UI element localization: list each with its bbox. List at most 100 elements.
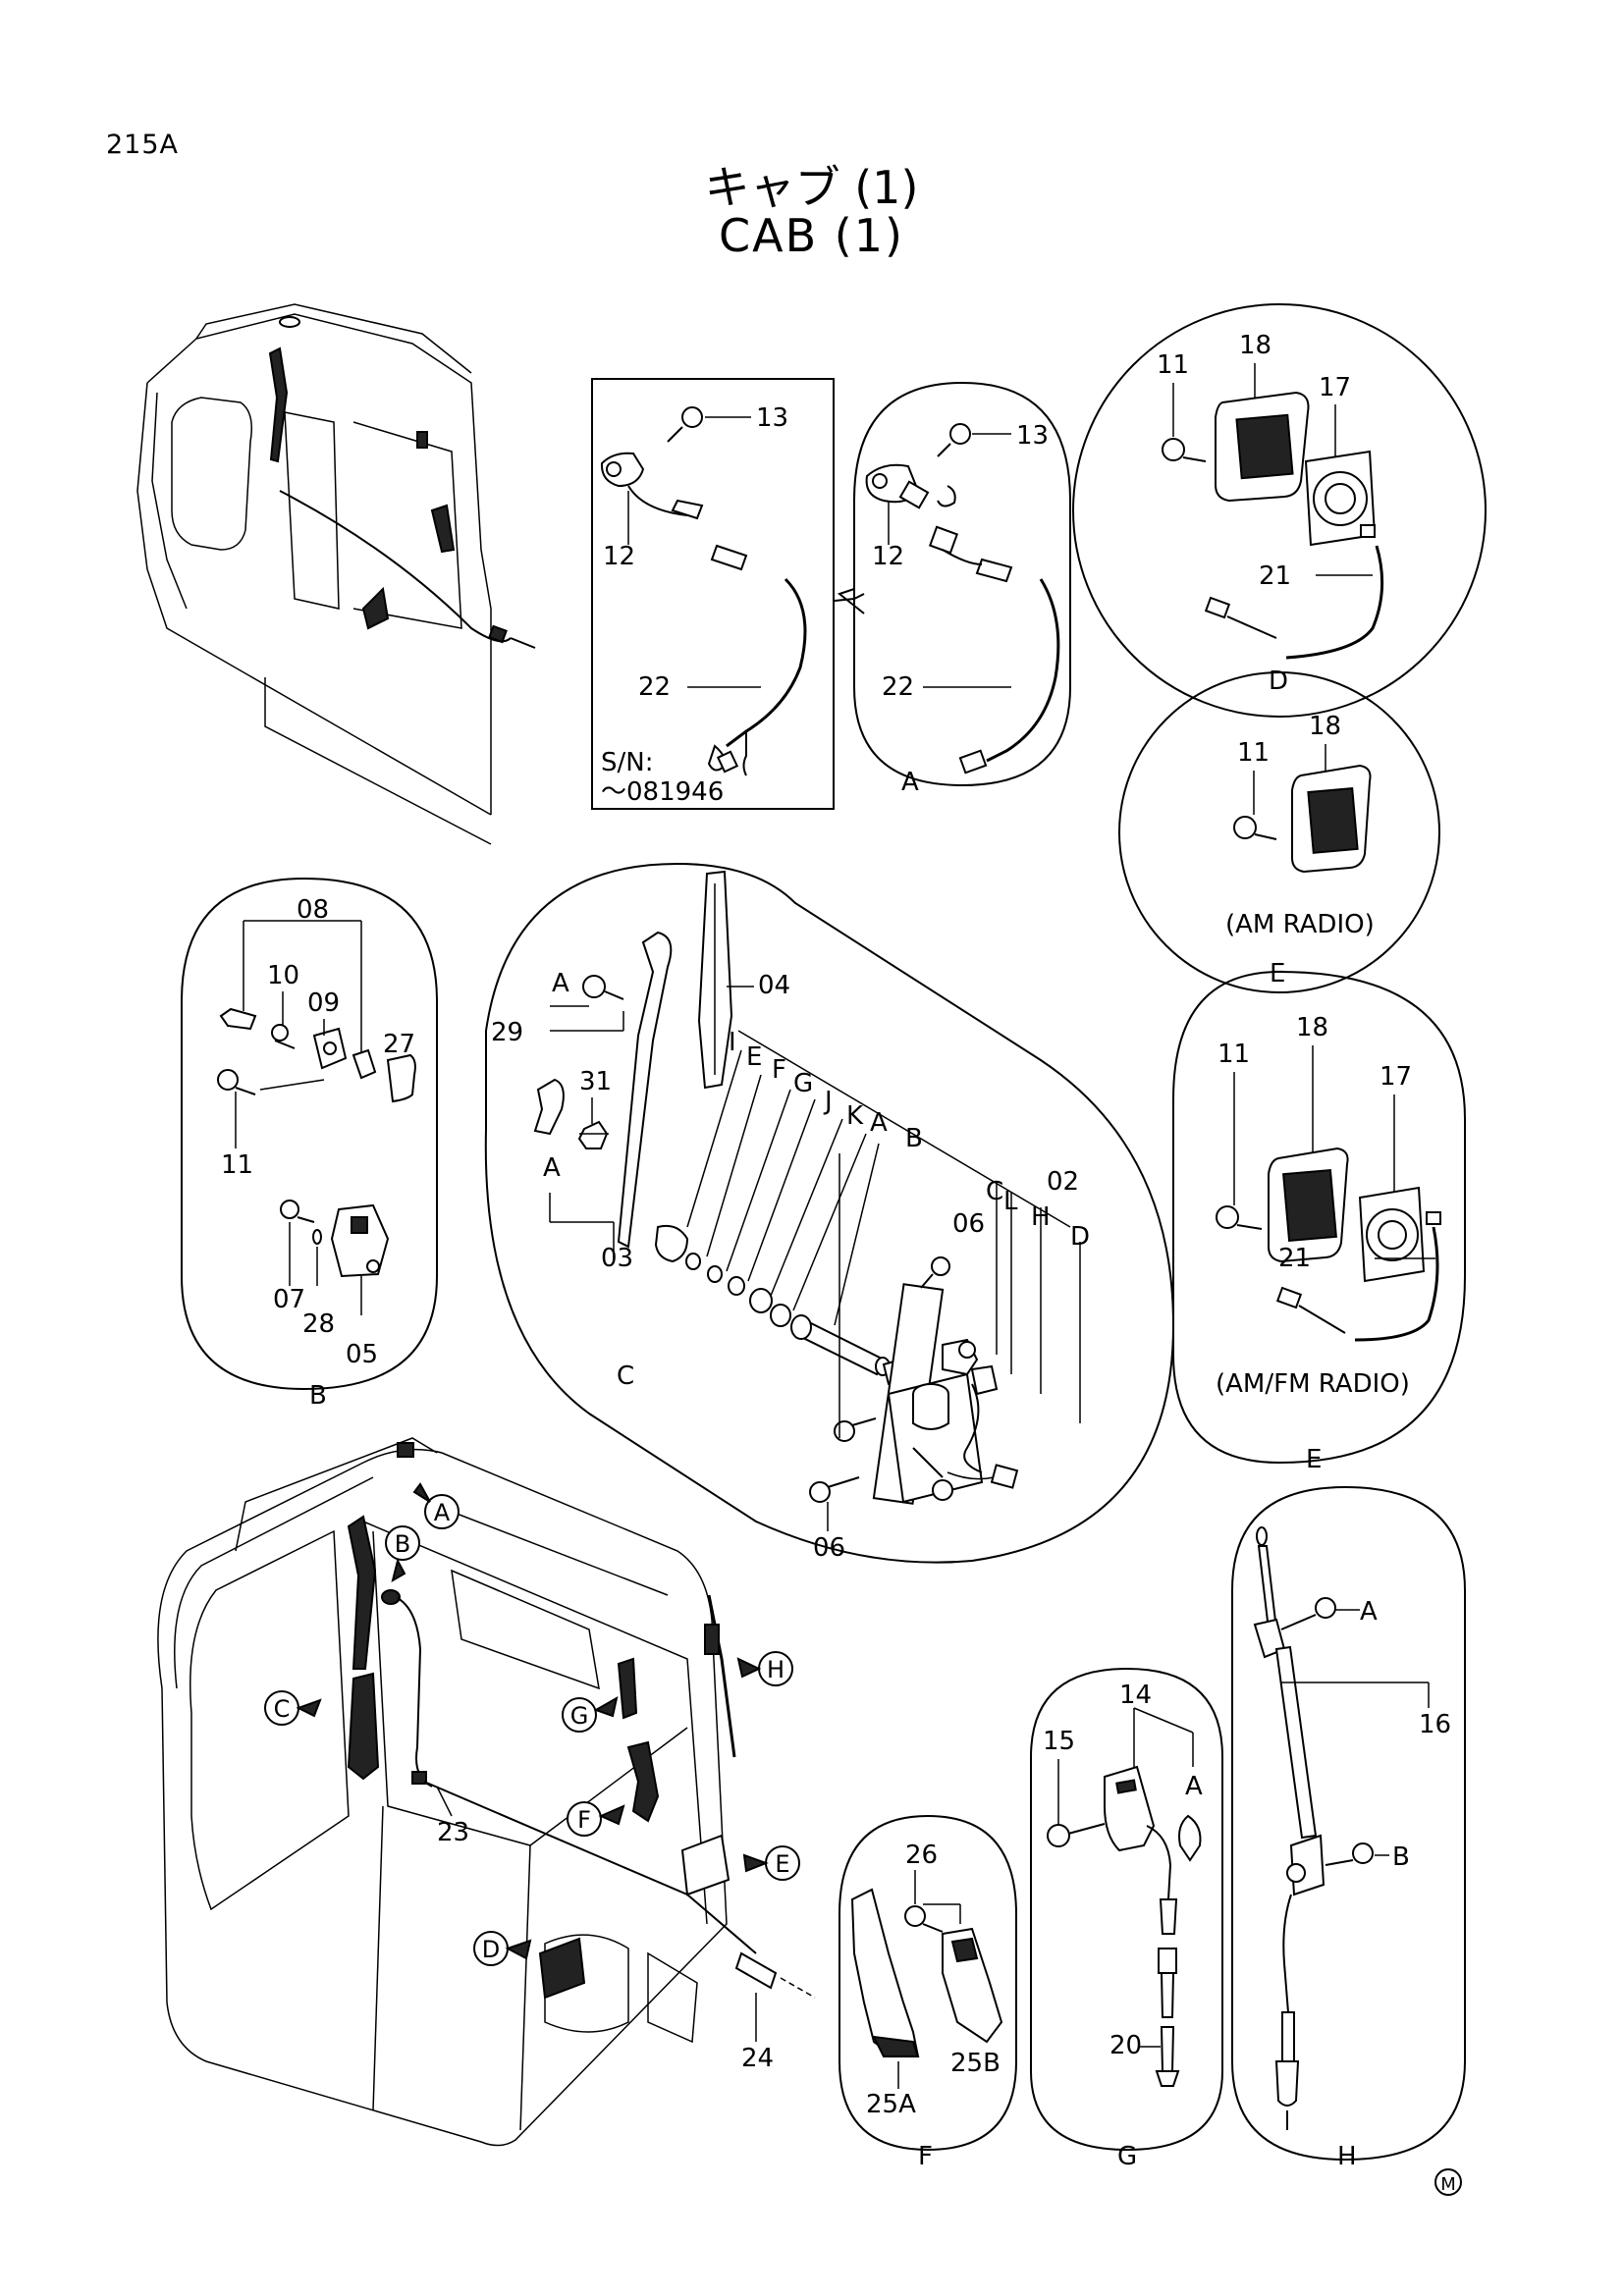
label-16: 16 [1419, 1710, 1451, 1739]
svg-text:D: D [482, 1936, 500, 1963]
detail-h [1231, 1485, 1466, 2162]
motor-bracket-icon [887, 1372, 984, 1504]
screw-icon [1162, 438, 1185, 461]
label-09: 09 [307, 988, 340, 1018]
bolt-icon [809, 1481, 831, 1503]
label-11b: 11 [1237, 738, 1270, 768]
label-11d: 11 [221, 1150, 253, 1180]
connector-icon [1204, 596, 1231, 619]
svg-text:C: C [274, 1695, 291, 1723]
gasket-icon [386, 1053, 416, 1103]
antenna-rod-icon [1274, 1645, 1318, 1840]
label-22b: 22 [882, 672, 914, 702]
speaker-icon [680, 1834, 730, 1896]
detail-e-am [1118, 671, 1440, 993]
label-c-a1: A [552, 969, 569, 998]
label-13a: 13 [756, 403, 788, 433]
switch-icon [617, 1657, 638, 1720]
label-12b: 12 [872, 542, 904, 571]
pedal-icon [626, 1740, 660, 1823]
label-c-a3: A [870, 1108, 888, 1138]
washer-icon [654, 1224, 689, 1263]
label-c-a2: A [543, 1153, 561, 1183]
label-h-b: B [1392, 1842, 1410, 1872]
marker-f [567, 1801, 602, 1837]
label-21b: 21 [1278, 1244, 1311, 1273]
label-22a: 22 [638, 672, 671, 702]
label-detail-h: H [1337, 2142, 1357, 2171]
svg-text:E: E [775, 1850, 789, 1878]
wiper-motor-icon [347, 1672, 380, 1781]
label-c-j: J [823, 1087, 833, 1116]
label-04: 04 [758, 971, 790, 1000]
label-05: 05 [346, 1340, 378, 1369]
detail-c [484, 862, 1175, 1564]
label-11a: 11 [1157, 350, 1189, 380]
bolt-icon [904, 1905, 926, 1927]
label-27: 27 [383, 1030, 415, 1059]
detail-a [837, 381, 1071, 787]
screw-icon [1216, 1205, 1239, 1229]
label-17b: 17 [1380, 1062, 1412, 1092]
label-06b: 06 [813, 1533, 845, 1563]
label-29: 29 [491, 1018, 523, 1047]
label-c-g: G [793, 1069, 813, 1098]
label-detail-a: A [901, 768, 919, 797]
label-03: 03 [601, 1244, 633, 1273]
detail-f [839, 1814, 1017, 2152]
connector-icon [488, 624, 508, 644]
label-c-l: L [1003, 1187, 1018, 1216]
clamp-icon [600, 452, 645, 488]
label-11c: 11 [1217, 1040, 1250, 1069]
pin-icon [219, 1007, 257, 1031]
title-japanese: キャブ (1) [704, 161, 919, 214]
handle-icon [430, 504, 456, 554]
bolt-icon [217, 1069, 239, 1091]
bolt-icon [931, 1256, 950, 1276]
label-15: 15 [1043, 1727, 1075, 1756]
nut-icon [577, 1120, 609, 1149]
detail-b [181, 877, 438, 1391]
label-23: 23 [437, 1818, 469, 1847]
sleeve-icon [710, 544, 748, 571]
cable-fitting-icon [734, 1951, 778, 1990]
label-28: 28 [302, 1309, 335, 1339]
bolt-icon [834, 1420, 855, 1442]
title-english: CAB (1) [719, 209, 904, 262]
cab-overview-bottom [157, 1437, 816, 2147]
marker-g [562, 1697, 597, 1733]
cab-overview-top [136, 303, 536, 845]
switch-block-icon [330, 1203, 390, 1278]
label-25b: 25B [950, 2049, 1001, 2078]
label-08: 08 [297, 895, 329, 925]
connector-icon [928, 525, 959, 555]
bolt-icon [280, 1200, 299, 1219]
svg-text:A: A [434, 1499, 451, 1526]
label-c-f: F [772, 1055, 786, 1085]
label-18c: 18 [1296, 1013, 1328, 1042]
label-detail-e1: E [1270, 959, 1285, 988]
svg-text:M: M [1440, 2174, 1456, 2195]
label-c-d: D [1070, 1222, 1090, 1252]
screw-icon [1315, 1597, 1336, 1619]
bolt-icon [1047, 1824, 1070, 1847]
label-c-b: B [905, 1124, 923, 1153]
detail-e-amfm [1172, 970, 1466, 1465]
label-07: 07 [273, 1285, 305, 1314]
bolt-icon [949, 423, 971, 445]
marker-b [385, 1525, 420, 1561]
socket-housing-icon [1104, 1765, 1156, 1852]
label-c-e: E [746, 1042, 762, 1072]
page-id: 215A [106, 130, 180, 160]
svg-text:G: G [570, 1702, 589, 1730]
speaker-mount-icon [361, 586, 390, 630]
label-c-i: I [729, 1028, 736, 1057]
fuse-icon [1158, 1948, 1177, 1974]
label-18b: 18 [1309, 712, 1341, 741]
label-06a: 06 [952, 1209, 985, 1239]
label-c-k: K [846, 1101, 864, 1131]
wiper-arm-icon [268, 347, 289, 463]
label-21a: 21 [1259, 561, 1291, 591]
cab-markers: A B C G F H E D [264, 1482, 800, 1966]
